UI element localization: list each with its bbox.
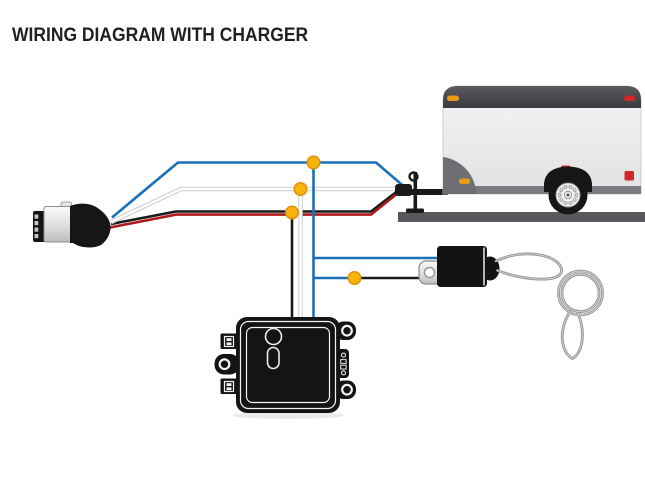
roof-amber-marker-light [447, 95, 459, 101]
trailer-underbody-strip [443, 186, 641, 194]
red-wire-run [109, 191, 399, 229]
front-amber-marker-light [459, 178, 470, 184]
box-face-circle [264, 327, 283, 346]
blue-wire-run [111, 161, 405, 219]
trailer-roof-band [443, 86, 641, 108]
roof-red-marker-light [624, 95, 635, 101]
connector-body [43, 206, 74, 243]
lanyard-cable [494, 252, 604, 361]
junction-dot-switch [347, 270, 362, 285]
ground-bar [398, 212, 645, 222]
box-right-mount-tab-lower [335, 380, 356, 399]
switch-body-highlight [483, 247, 485, 286]
box-outline-inner [245, 326, 331, 404]
trailer-coupler [395, 184, 412, 196]
trailer-tongue [398, 189, 448, 195]
box-left-terminal-lower [220, 378, 239, 394]
switch-mount-hole [423, 266, 436, 279]
junction-dot-blue [306, 155, 321, 170]
box-body [236, 317, 340, 413]
black-wire-run [110, 188, 401, 226]
seven-way-connector [33, 201, 111, 248]
switch-body [437, 246, 487, 287]
battery-charger-box [214, 317, 356, 419]
trailer-front-corner [443, 157, 477, 194]
box-left-terminal-upper [220, 333, 239, 349]
white-wire-outline [110, 186, 402, 225]
trailer-wheel [548, 175, 588, 215]
white-wire-run [110, 187, 402, 224]
trailer [395, 85, 645, 222]
box-outline-outer [239, 320, 337, 410]
box-shadow [232, 412, 344, 419]
junction-dot-red [284, 205, 299, 220]
junction-dot-white [293, 182, 308, 197]
breakaway-switch [418, 246, 604, 361]
junction-dots [284, 155, 362, 285]
box-face-capsule [266, 346, 280, 370]
rear-red-reflector [624, 171, 634, 181]
box-left-mount-tab [214, 354, 240, 375]
box-right-mount-tab-upper [335, 321, 356, 340]
connector-boot [70, 203, 111, 248]
connector-pins [34, 214, 39, 239]
page-title: WIRING DIAGRAM WITH CHARGER [12, 25, 309, 46]
tongue-jack [406, 171, 424, 213]
